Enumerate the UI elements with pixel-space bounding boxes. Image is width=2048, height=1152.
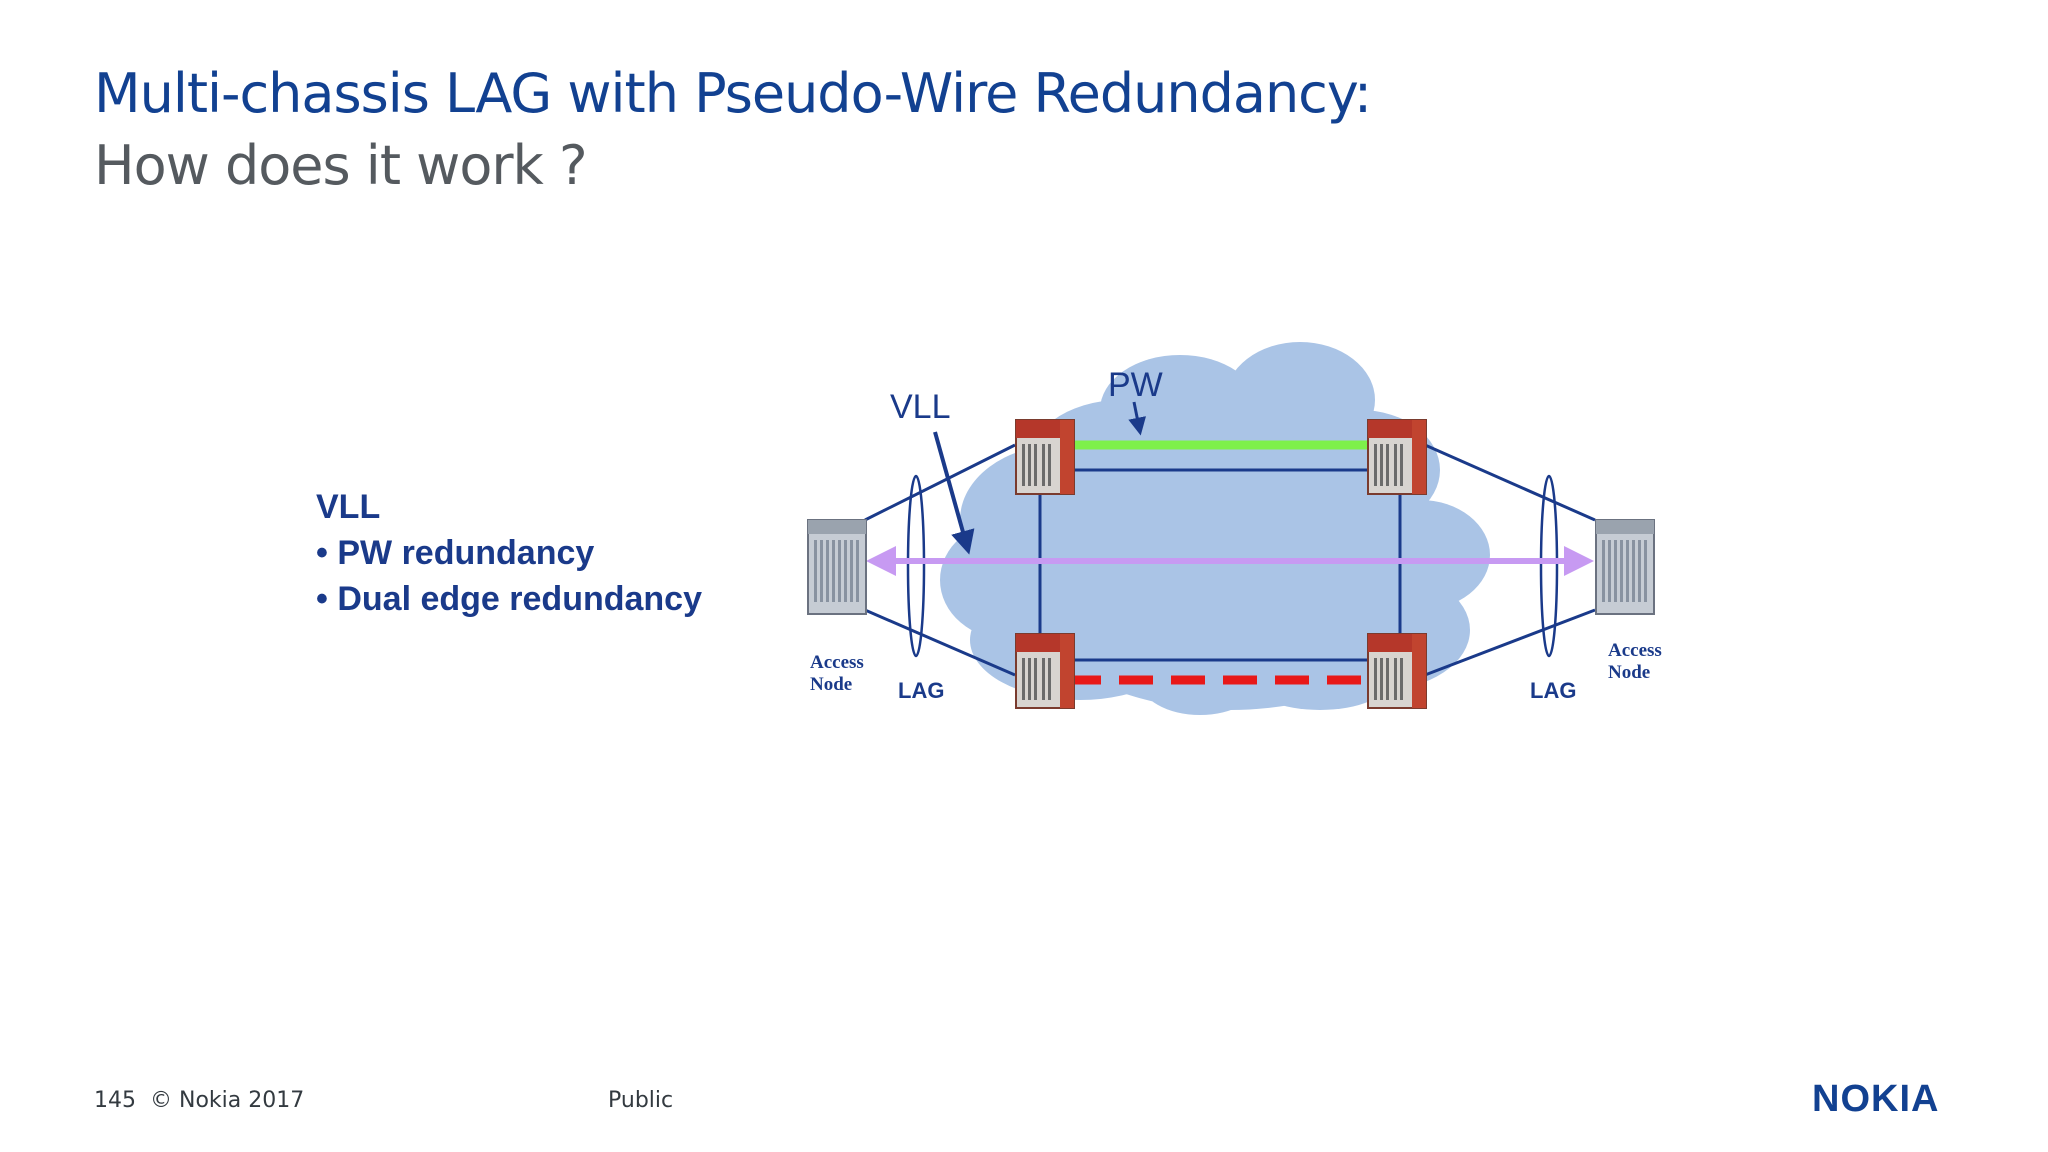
- pw-callout-arrow: [1128, 401, 1147, 436]
- copyright: © Nokia 2017: [150, 1088, 305, 1113]
- lag-ellipse-left: [906, 474, 926, 658]
- link-access-left-bottom: [864, 608, 1016, 677]
- access-node-right-label-line1: Access: [1608, 640, 1662, 661]
- classification-label: Public: [608, 1088, 674, 1113]
- page-number: 145: [94, 1088, 136, 1113]
- slide-subtitle: How does it work ?: [94, 134, 588, 197]
- slide-title: Multi-chassis LAG with Pseudo-Wire Redun…: [94, 62, 1372, 125]
- bullet-list: VLL PW redundancy Dual edge redundancy: [316, 484, 702, 622]
- access-node-left-label-line1: Access: [810, 652, 864, 673]
- pe-router-top-right-icon: [1367, 419, 1427, 495]
- link-access-right-bottom: [1424, 608, 1596, 677]
- nokia-logo: NOKIA: [1812, 1078, 1940, 1120]
- lag-label-left: LAG: [898, 678, 944, 703]
- access-node-right-icon: [1595, 519, 1655, 615]
- bullet-item-dual-edge-redundancy: Dual edge redundancy: [316, 576, 702, 622]
- mpls-cloud: [940, 342, 1490, 715]
- footer-page-info: 145 © Nokia 2017: [94, 1088, 304, 1113]
- pe-router-top-left-icon: [1015, 419, 1075, 495]
- access-node-left-icon: [807, 519, 867, 615]
- link-access-left-top: [864, 443, 1016, 522]
- pe-router-bottom-left-icon: [1015, 633, 1075, 709]
- access-node-right-label-line2: Node: [1608, 662, 1650, 683]
- vll-label: VLL: [890, 388, 951, 426]
- bullet-item-pw-redundancy: PW redundancy: [316, 530, 702, 576]
- lag-label-right: LAG: [1530, 678, 1576, 703]
- bullet-heading: VLL: [316, 488, 381, 526]
- access-node-left-label-line2: Node: [810, 674, 852, 695]
- pw-label: PW: [1108, 366, 1163, 404]
- pe-router-bottom-right-icon: [1367, 633, 1427, 709]
- link-access-right-top: [1424, 443, 1596, 522]
- vll-callout-arrow: [933, 431, 975, 555]
